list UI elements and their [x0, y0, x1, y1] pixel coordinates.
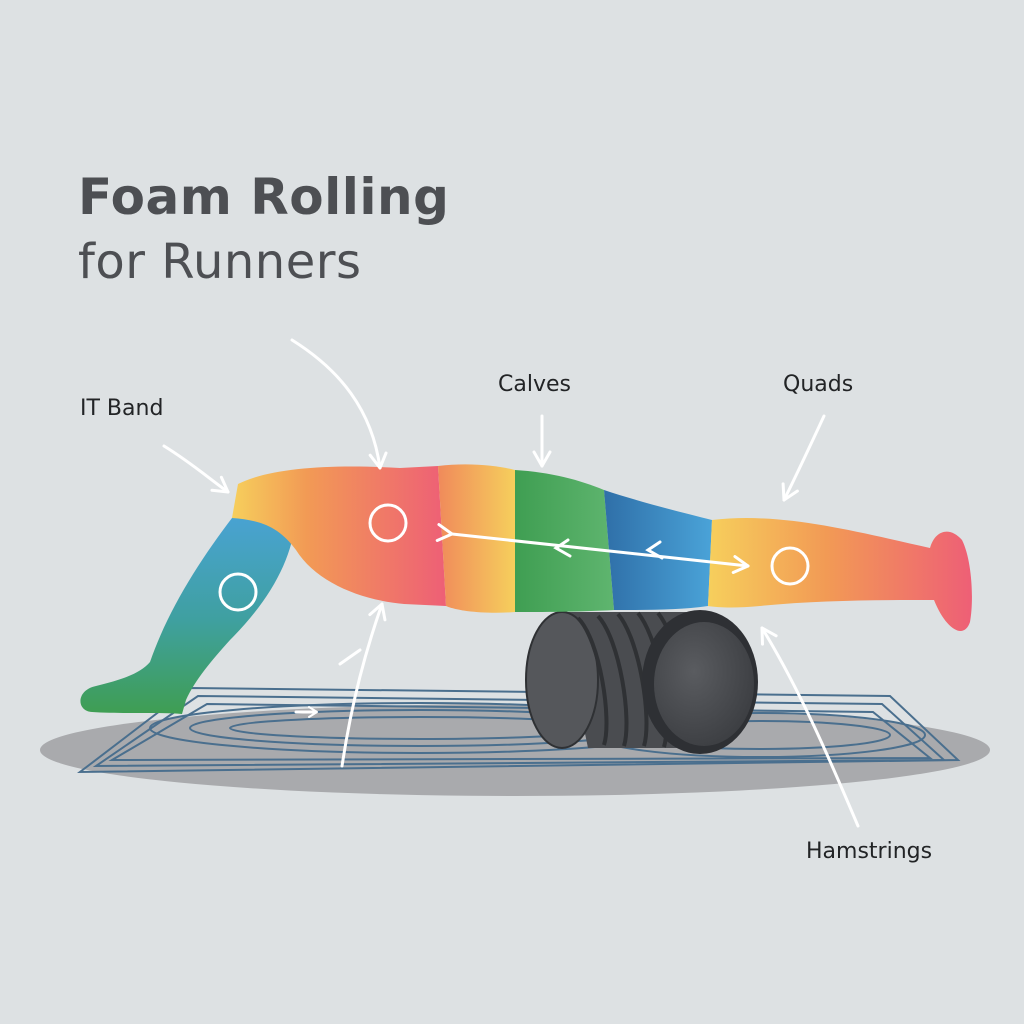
- target-circles: [218, 503, 810, 612]
- arrow-icon: [162, 444, 230, 494]
- foam-roller-icon: [525, 610, 758, 754]
- chevron-left-icon: [553, 538, 572, 558]
- chevron-left-icon: [645, 540, 664, 560]
- label-hamstrings: Hamstrings: [806, 839, 933, 864]
- label-quads: Quads: [783, 372, 854, 397]
- arrow-icon: [760, 626, 860, 828]
- foot-segment: [708, 518, 972, 631]
- arrow-icon: [340, 602, 387, 768]
- shin-segment: [80, 505, 296, 714]
- label-calves: Calves: [498, 372, 571, 397]
- arrow-icon: [290, 338, 388, 470]
- arrow-icon: [338, 648, 362, 666]
- arrow-icon: [781, 414, 826, 502]
- page-subtitle: for Runners: [78, 234, 362, 290]
- target-circle-icon: [218, 572, 258, 612]
- double-arrow-icon: [435, 523, 750, 574]
- target-circle-icon: [770, 546, 810, 586]
- thigh-segment: [232, 466, 446, 606]
- mat-shadow: [40, 704, 990, 796]
- calf-blue-segment: [604, 490, 712, 610]
- target-circle-icon: [368, 503, 408, 543]
- label-it-band: IT Band: [80, 396, 164, 421]
- arrows: [162, 338, 860, 828]
- page-title: Foam Rolling: [78, 168, 450, 226]
